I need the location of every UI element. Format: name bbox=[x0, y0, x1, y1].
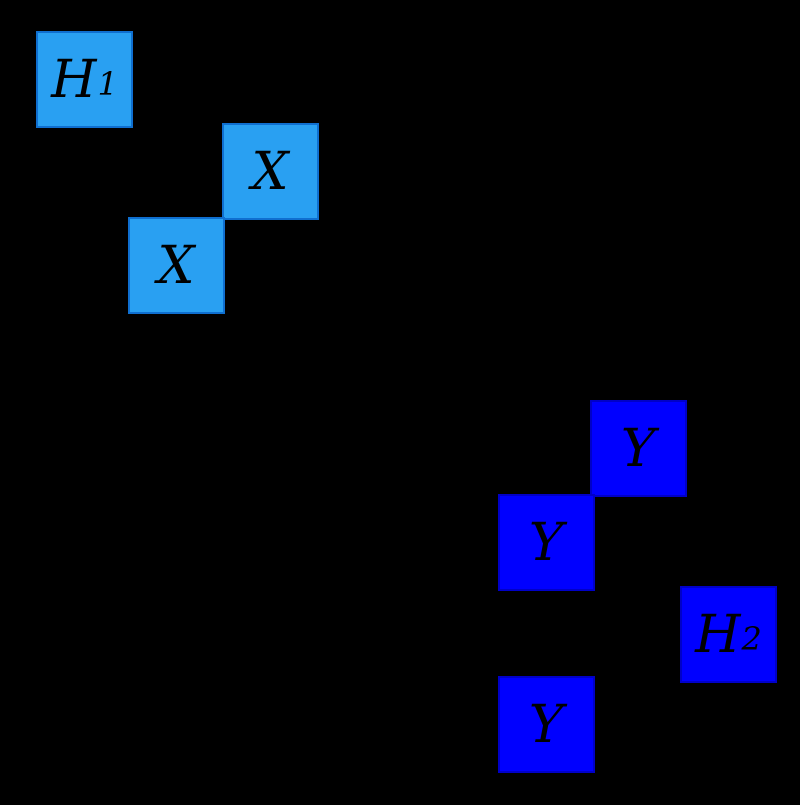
gate-h1-subscript: 1 bbox=[97, 64, 118, 103]
gate-x-lower: X bbox=[128, 217, 225, 314]
gate-x-upper: X bbox=[222, 123, 319, 220]
gate-y-top: Y bbox=[590, 400, 687, 497]
gate-h2-label: H bbox=[695, 604, 741, 665]
gate-y-bottom-label: Y bbox=[528, 694, 564, 755]
gate-y-bottom: Y bbox=[498, 676, 595, 773]
gate-y-middle-label: Y bbox=[528, 512, 564, 573]
gate-y-top-label: Y bbox=[620, 418, 656, 479]
gate-h2-subscript: 2 bbox=[741, 619, 762, 658]
gate-x-upper-label: X bbox=[251, 141, 289, 202]
gate-y-middle: Y bbox=[498, 494, 595, 591]
gate-x-lower-label: X bbox=[157, 235, 195, 296]
gate-h1-label: H bbox=[51, 49, 97, 110]
